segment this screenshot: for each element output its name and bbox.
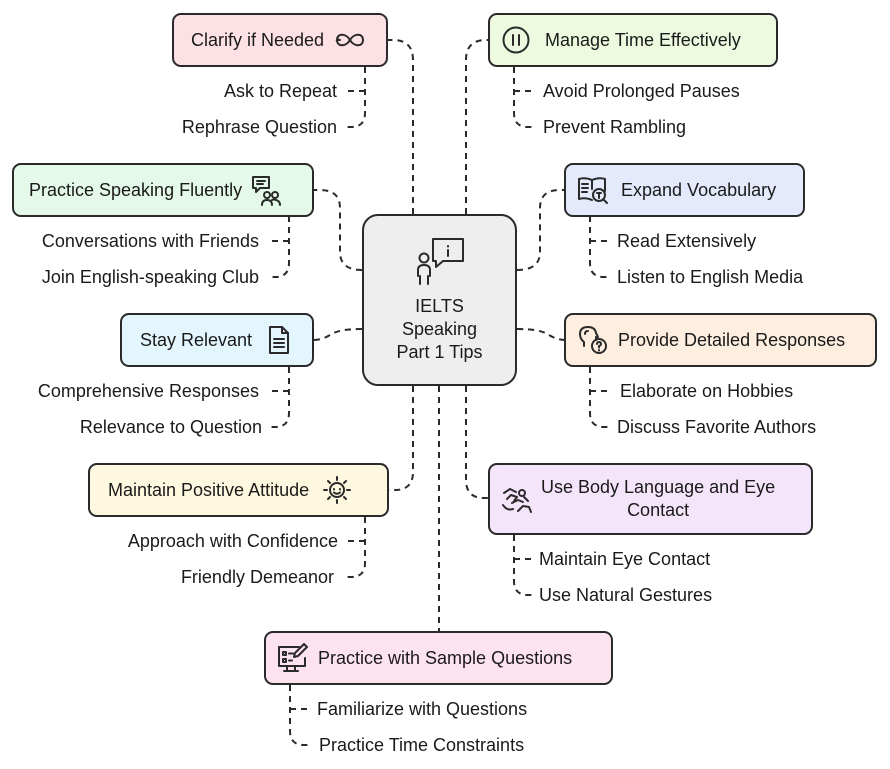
central-topic: IELTS Speaking Part 1 Tips [362,214,517,386]
sub-item: Friendly Demeanor [180,567,334,587]
connector-detailed-responses [516,328,567,341]
people-chat-icon [250,174,282,206]
branch-positive-attitude: Maintain Positive Attitude [88,463,389,517]
branch-practice-speaking: Practice Speaking Fluently [12,163,314,217]
sub-item: Use Natural Gestures [539,585,713,605]
branch-title: Stay Relevant [140,329,253,350]
branch-title: Use Body Language and Eye Contact [541,477,776,520]
branch-detailed-responses: Provide Detailed Responses [564,313,877,367]
sub-item: Practice Time Constraints [319,735,525,755]
branch-manage-time: Manage Time Effectively [488,13,778,67]
sub-item: Prevent Rambling [543,117,687,137]
pause-icon [501,25,531,55]
computer-checklist-icon [277,642,309,674]
branch-title: Expand Vocabulary [621,179,777,200]
person-info-speech-icon [414,236,466,291]
sub-item: Maintain Eye Contact [539,549,711,569]
connector-expand-vocab [516,189,566,271]
branch-title: Practice with Sample Questions [318,647,573,668]
hand-gesture-icon [501,483,533,515]
sub-item: Conversations with Friends [41,231,259,251]
branch-clarify: Clarify if Needed [172,13,388,67]
sub-item: Approach with Confidence [127,531,338,551]
connector-clarify [388,39,414,214]
connector-manage-time [465,39,490,214]
branch-title: Provide Detailed Responses [618,329,846,350]
branch-expand-vocab: Expand Vocabulary [564,163,805,217]
sub-item: Avoid Prolonged Pauses [543,81,740,101]
connector-positive-attitude [389,386,414,491]
branch-title: Manage Time Effectively [545,29,741,50]
document-icon [267,325,291,355]
sub-item: Comprehensive Responses [37,381,259,401]
head-question-icon [577,324,609,356]
connector-stay-relevant [312,328,363,341]
sun-face-icon [322,475,352,505]
infinity-loop-icon [334,29,366,51]
sub-item: Familiarize with Questions [317,699,528,719]
branch-body-language: Use Body Language and Eye Contact [488,463,813,535]
connector-practice-speaking [313,189,363,271]
sub-item: Read Extensively [617,231,757,251]
sub-item: Rephrase Question [181,117,337,137]
sub-item: Discuss Favorite Authors [617,417,817,437]
sub-item: Join English-speaking Club [41,267,259,287]
sub-item: Elaborate on Hobbies [620,381,794,401]
book-magnifier-icon [577,175,609,205]
connector-body-language [465,386,490,499]
sub-item: Listen to English Media [617,267,804,287]
sub-item: Relevance to Question [79,417,262,437]
sub-item: Ask to Repeat [223,81,337,101]
branch-title: Clarify if Needed [191,29,325,50]
central-title: IELTS Speaking Part 1 Tips [396,296,483,362]
branch-title: Maintain Positive Attitude [108,479,310,500]
branch-stay-relevant: Stay Relevant [120,313,314,367]
branch-sample-questions: Practice with Sample Questions [264,631,613,685]
branch-title: Practice Speaking Fluently [29,179,243,200]
